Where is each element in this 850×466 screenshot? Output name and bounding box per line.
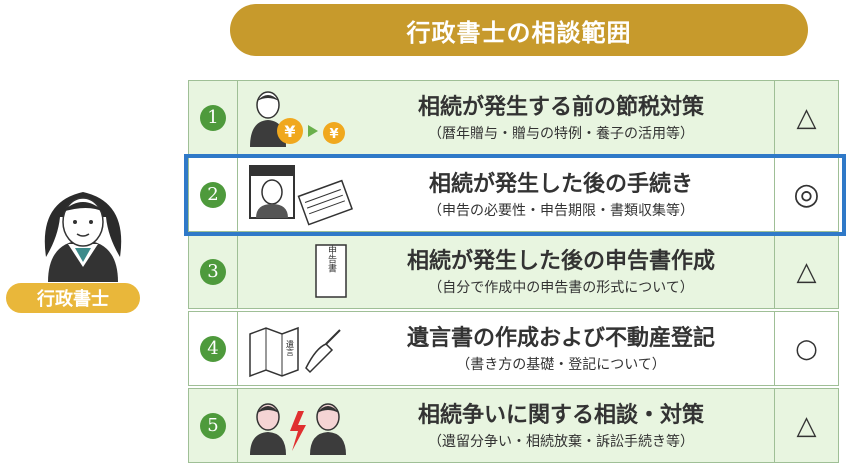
row-title: 遺言書の作成および不動産登記: [406, 326, 715, 351]
table-row: 1 ¥ ¥ 相続が発生する前の節税対策 （暦年贈与・贈与の特例・養子の活用等） …: [188, 80, 839, 155]
man-money-icon: ¥ ¥: [250, 91, 345, 147]
tax-return-document-icon: 申告書: [315, 244, 347, 298]
row-number: 5: [200, 412, 226, 439]
row-title: 相続が発生する前の節税対策: [417, 95, 704, 120]
page-title-banner: 行政書士の相談範囲: [230, 4, 808, 56]
row-title: 相続争いに関する相談・対策: [417, 403, 704, 428]
table-row: 2 相続が発生した後の手続き （申告の必要性・申告期限・書類収集等） ◎: [188, 157, 839, 232]
row-number-cell: 2: [188, 157, 238, 232]
will-writing-icon: 遺言: [249, 326, 341, 378]
row-number-cell: 4: [188, 311, 238, 386]
document-label: 申告書: [326, 244, 337, 273]
row-number: 1: [200, 104, 226, 131]
row-number-cell: 1: [188, 80, 238, 155]
row-number-cell: 5: [188, 388, 238, 463]
row-title: 相続が発生した後の申告書作成: [406, 249, 715, 274]
row-subtitle: （申告の必要性・申告期限・書類収集等）: [428, 203, 694, 219]
will-label: 遺言: [286, 339, 295, 357]
row-content-cell: 相続争いに関する相談・対策 （遺留分争い・相続放棄・訴訟手続き等）: [238, 388, 774, 463]
row-subtitle: （暦年贈与・贈与の特例・養子の活用等）: [428, 126, 694, 142]
row-mark: △: [796, 256, 817, 287]
row-number-cell: 3: [188, 234, 238, 309]
table-row: 4 遺言 遺言書の作成および不動産登記 （書き方の基礎・登記について） ○: [188, 311, 839, 386]
consultation-table: 1 ¥ ¥ 相続が発生する前の節税対策 （暦年贈与・贈与の特例・養子の活用等） …: [188, 80, 839, 463]
table-row: 3 申告書 相続が発生した後の申告書作成 （自分で作成中の申告書の形式について）…: [188, 234, 839, 309]
row-mark-cell: △: [774, 80, 839, 155]
row-content-cell: ¥ ¥ 相続が発生する前の節税対策 （暦年贈与・贈与の特例・養子の活用等）: [238, 80, 774, 155]
row-mark: △: [796, 410, 817, 441]
person-icon: [44, 192, 122, 282]
row-mark-cell: △: [774, 234, 839, 309]
row-number: 3: [200, 258, 226, 285]
row-title: 相続が発生した後の手続き: [428, 172, 693, 197]
row-content-cell: 遺言 遺言書の作成および不動産登記 （書き方の基礎・登記について）: [238, 311, 774, 386]
row-subtitle: （自分で作成中の申告書の形式について）: [428, 280, 694, 296]
row-number: 2: [200, 181, 226, 208]
table-row: 5 相続争いに関する相談・対策 （遺留分争い・相続放棄・訴訟手続き等） △: [188, 388, 839, 463]
dispute-icon: [250, 403, 346, 455]
person-label-badge: 行政書士: [6, 283, 140, 313]
row-content-cell: 相続が発生した後の手続き （申告の必要性・申告期限・書類収集等）: [238, 157, 774, 232]
row-content-cell: 申告書 相続が発生した後の申告書作成 （自分で作成中の申告書の形式について）: [238, 234, 774, 309]
row-subtitle: （書き方の基礎・登記について）: [456, 357, 666, 373]
person-label: 行政書士: [37, 289, 109, 310]
row-mark-cell: ◎: [774, 157, 839, 232]
row-subtitle: （遺留分争い・相続放棄・訴訟手続き等）: [428, 434, 694, 450]
row-mark: △: [796, 102, 817, 133]
row-mark-cell: △: [774, 388, 839, 463]
page-title: 行政書士の相談範囲: [406, 18, 632, 47]
row-mark: ○: [795, 333, 818, 364]
yen-symbol: ¥: [329, 127, 338, 142]
row-mark-cell: ○: [774, 311, 839, 386]
row-mark: ◎: [793, 177, 820, 212]
portrait-documents-icon: [249, 165, 353, 226]
row-number: 4: [200, 335, 226, 362]
yen-symbol: ¥: [284, 122, 295, 141]
